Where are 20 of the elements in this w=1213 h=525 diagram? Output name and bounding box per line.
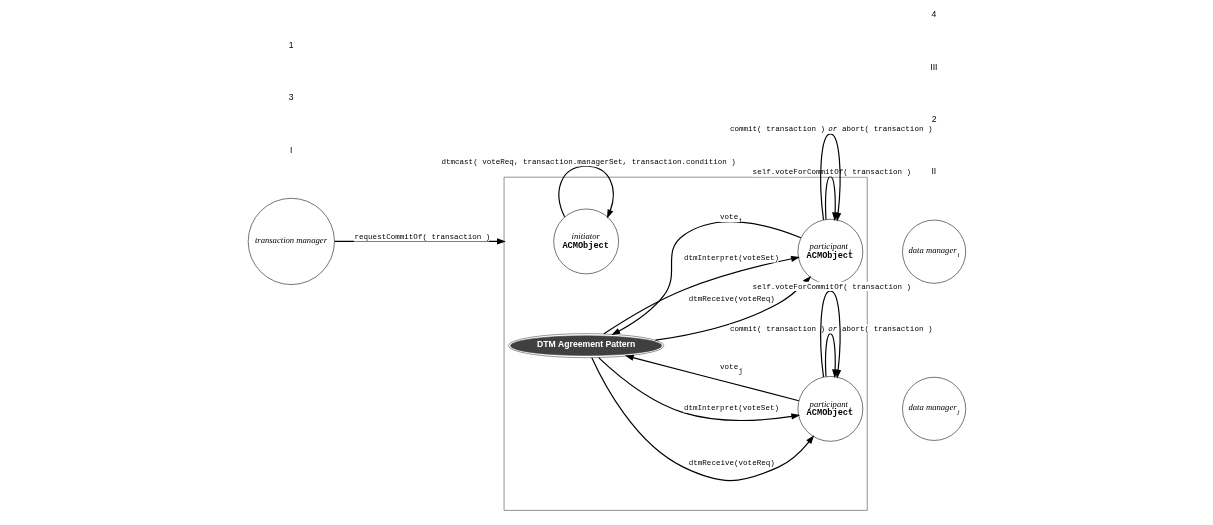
arrow [610, 221, 801, 336]
label: 2 [931, 114, 936, 124]
label: II [930, 166, 936, 177]
arrow [333, 238, 506, 245]
arrow [654, 276, 811, 341]
node-circle: participant$_{j}$ ACMObject [797, 376, 863, 442]
label: 3 [288, 92, 293, 103]
arrow [557, 165, 614, 219]
label: III [929, 61, 938, 72]
label: I [289, 144, 292, 155]
arrow [624, 354, 799, 402]
node-circle: data manager$_{j}$ [901, 376, 966, 441]
node-circle: data manager$_{i}$ [901, 219, 966, 284]
label: 1 [288, 40, 293, 51]
arrow [819, 290, 841, 379]
arrow [590, 357, 814, 482]
node-circle: transaction manager [247, 198, 335, 285]
arrow [597, 357, 800, 421]
label: 4 [930, 9, 936, 20]
arrow [824, 333, 838, 379]
